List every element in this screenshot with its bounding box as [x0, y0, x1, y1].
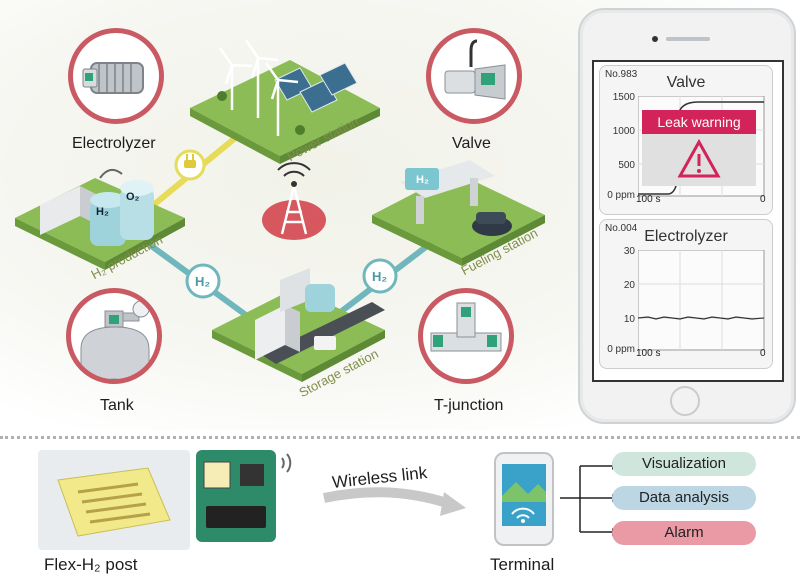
terminal-label: Terminal [490, 555, 555, 574]
h2-production-platform [15, 168, 185, 270]
warning-triangle-icon [677, 138, 721, 178]
y-tick: 0 ppm [607, 190, 635, 201]
circuit-chip-icon [203, 461, 266, 528]
tank-icon [80, 300, 150, 379]
sensor-circuit-board [196, 450, 276, 542]
electrolyzer-panel-title: Electrolyzer [644, 228, 728, 245]
section-divider [0, 436, 800, 439]
wireless-link-arrow [322, 487, 466, 516]
y-tick: 30 [623, 246, 635, 257]
x-tick: 0 [760, 194, 766, 205]
valve-panel-title: Valve [666, 74, 706, 91]
flex-sensor-photo [38, 450, 190, 550]
leak-warning-text: Leak warning [642, 110, 756, 134]
electrolyzer-signal-line [638, 316, 765, 320]
h2-badge-text-right: H₂ [372, 269, 387, 284]
h2-badge-text-left: H₂ [195, 274, 210, 289]
valve-icon [444, 39, 506, 100]
power-plug-icon [174, 149, 206, 181]
terminal-device [494, 452, 554, 546]
leak-warning-box[interactable]: Leak warning [642, 110, 756, 186]
flex-h2-post-label: Flex-H₂ post [44, 555, 138, 574]
electrolyzer-monitor-panel[interactable]: No.004 Electrolyzer 30 20 10 0 ppm 100 s… [599, 219, 773, 369]
phone-camera [652, 36, 658, 42]
y-tick: 1000 [612, 126, 635, 137]
y-tick: 10 [623, 314, 635, 325]
wireless-signal-icon [281, 453, 292, 473]
terminal-screen-icon [502, 464, 546, 526]
electrolyzer-inset [68, 28, 164, 124]
hydrogen-network-diagram: H₂ O₂ H₂ [15, 39, 545, 382]
phone-speaker [666, 37, 710, 41]
flexible-sensor-icon [57, 467, 171, 537]
phone-mockup: No.983 Valve 1500 1000 500 0 ppm 100 s 0… [578, 8, 796, 424]
power-station-platform [190, 39, 380, 164]
y-tick: 500 [618, 160, 635, 171]
valve-sensor-id: No.983 [605, 69, 638, 80]
t-junction-inset [418, 288, 514, 384]
x-tick: 100 s [636, 348, 661, 359]
phone-screen: No.983 Valve 1500 1000 500 0 ppm 100 s 0… [592, 60, 784, 382]
t-junction-label: T-junction [434, 397, 504, 414]
h2-link-badge-right [362, 258, 398, 294]
y-tick: 1500 [612, 92, 635, 103]
h2-link-badge-left [185, 263, 221, 299]
x-tick: 0 [760, 348, 766, 359]
tank-inset [66, 288, 162, 384]
t-junction-icon [430, 302, 502, 352]
fueling-station-platform [372, 160, 545, 266]
y-tick: 0 ppm [607, 344, 635, 355]
visualization-pill[interactable]: Visualization [612, 452, 756, 476]
tank-label: Tank [100, 397, 134, 414]
x-tick: 100 s [636, 194, 661, 205]
electrolyzer-chart [638, 250, 765, 351]
electrolyzer-icon [82, 62, 144, 94]
valve-monitor-panel[interactable]: No.983 Valve 1500 1000 500 0 ppm 100 s 0… [599, 65, 773, 215]
data-analysis-pill[interactable]: Data analysis [612, 486, 756, 510]
y-tick: 20 [623, 280, 635, 291]
electrolyzer-label: Electrolyzer [72, 135, 156, 152]
wireless-tower-icon [262, 162, 326, 240]
phone-home-button[interactable] [670, 386, 700, 416]
o2-tank-label: O₂ [126, 191, 140, 203]
electrolyzer-sensor-id: No.004 [605, 223, 638, 234]
fueling-h2-sign: H₂ [416, 174, 429, 186]
valve-label: Valve [452, 135, 491, 152]
storage-station-platform [212, 268, 385, 382]
alarm-pill[interactable]: Alarm [612, 521, 756, 545]
valve-inset [426, 28, 522, 124]
h2-tank-label: H₂ [96, 206, 109, 218]
output-bracket [560, 462, 616, 536]
